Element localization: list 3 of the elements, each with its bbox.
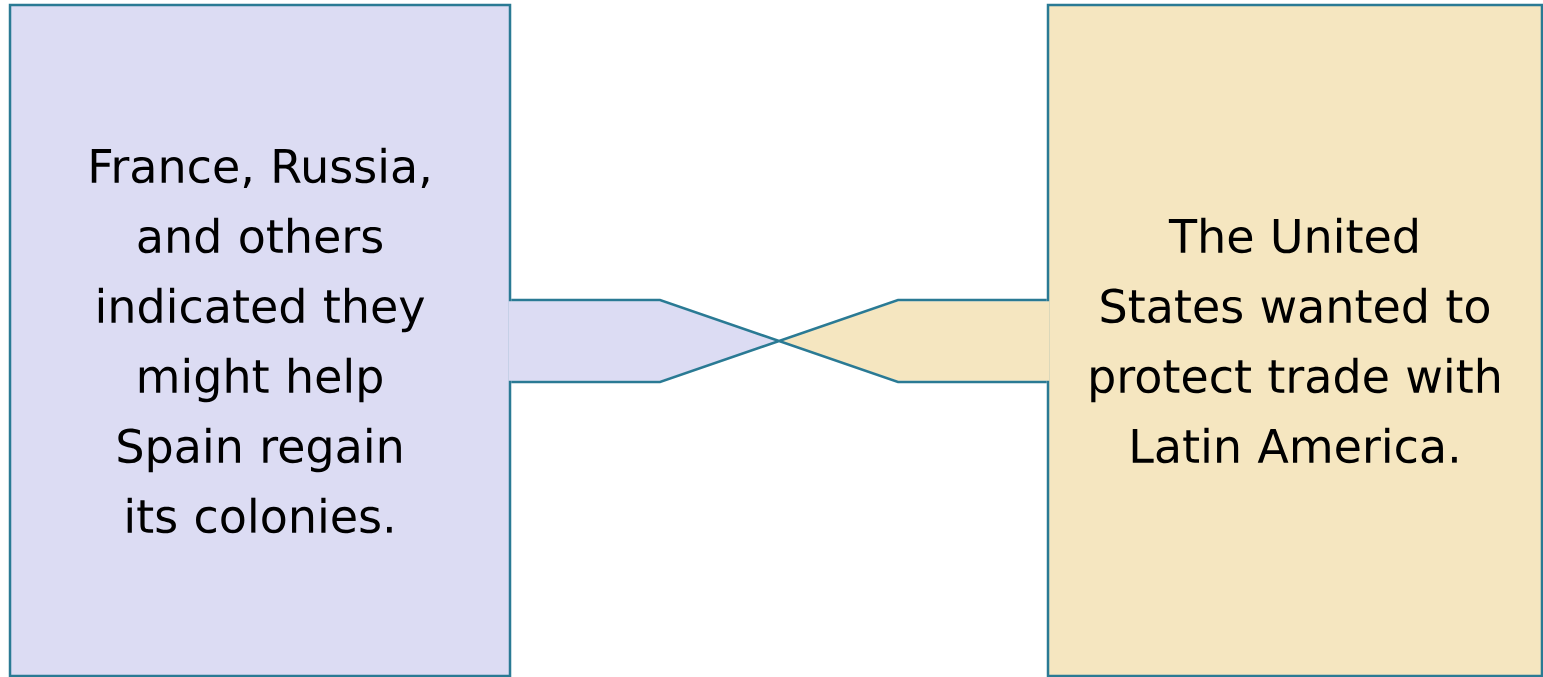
crossed-arrow (508, 298, 1050, 384)
text-box: France, Russia, and others indicated they might help Spain regain its colonies. (8, 3, 512, 677)
text-box: The United States wanted to protect trade with Latin America. (1046, 3, 1543, 677)
